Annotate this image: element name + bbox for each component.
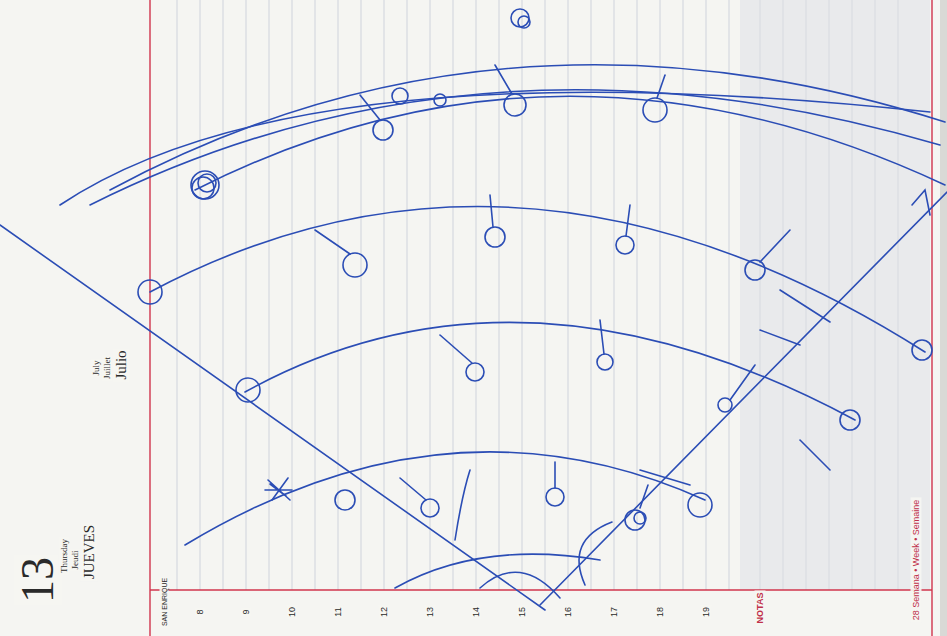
weekday-es: JUEVES	[81, 523, 98, 581]
hour-number: 18	[655, 605, 666, 619]
hour-number: 19	[701, 605, 712, 619]
pen-sketch	[0, 9, 947, 610]
notes-lines	[760, 0, 898, 590]
month-fr: Juillet	[102, 355, 113, 381]
hour-number: 13	[425, 605, 436, 619]
saint-name: SAN ENRIQUE	[160, 576, 169, 628]
hour-number: 17	[609, 605, 620, 619]
month-es: Julio	[113, 348, 130, 381]
page-edge	[940, 0, 947, 636]
hour-number: 8	[195, 607, 206, 616]
hour-number: 16	[563, 605, 574, 619]
note-symbols	[138, 9, 932, 530]
ruled-lines	[177, 0, 729, 590]
hour-number: 10	[287, 605, 298, 619]
weekday-fr: Jeudi	[70, 549, 81, 572]
notes-heading: NOTAS	[755, 591, 766, 626]
notes-band	[740, 0, 930, 590]
hour-number: 15	[517, 605, 528, 619]
weekday-en: Thursday	[59, 537, 70, 575]
hour-number: 12	[379, 605, 390, 619]
hour-number: 14	[471, 605, 482, 619]
month-en: July	[91, 358, 102, 377]
hour-number: 9	[241, 607, 252, 616]
day-number: 13	[14, 555, 62, 605]
week-footer: 28 Semana • Week • Semaine	[911, 498, 922, 623]
margin-rules	[150, 0, 932, 636]
hour-number: 11	[333, 605, 344, 618]
